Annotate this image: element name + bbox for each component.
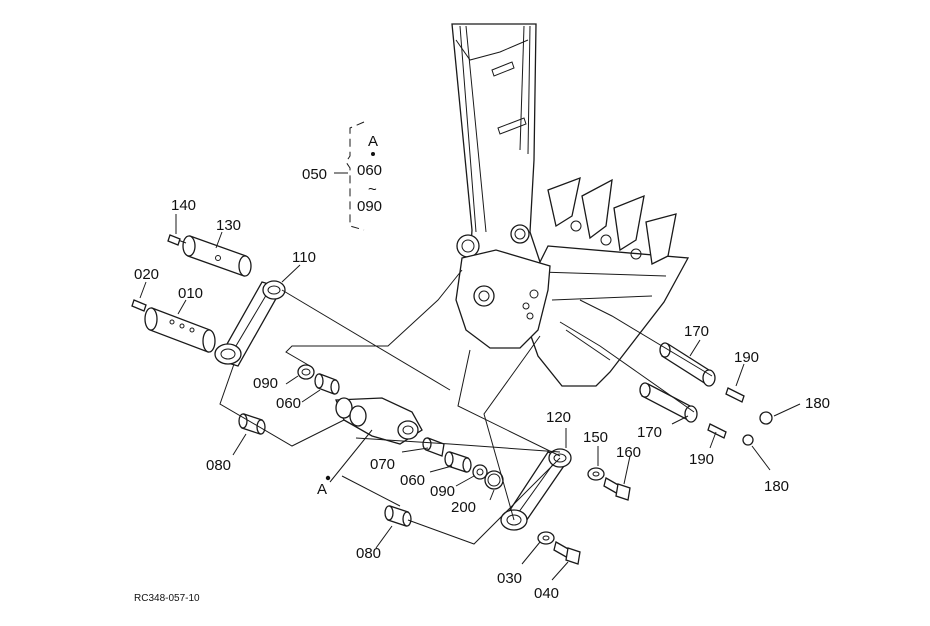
ref-mark-a: A bbox=[317, 481, 327, 498]
label-050: 050 bbox=[302, 166, 327, 183]
label-030: 030 bbox=[497, 570, 522, 587]
label-060-left: 060 bbox=[276, 395, 301, 412]
cap-180-b bbox=[742, 434, 754, 446]
pin-010 bbox=[131, 299, 216, 353]
group-range-mark: ~ bbox=[368, 181, 377, 198]
pin-130 bbox=[167, 234, 252, 277]
label-020: 020 bbox=[134, 266, 159, 283]
pins-170-and-fittings bbox=[639, 342, 773, 446]
cap-180-a bbox=[759, 411, 773, 425]
washer-090-left bbox=[297, 364, 315, 380]
label-150: 150 bbox=[583, 429, 608, 446]
label-090-left: 090 bbox=[253, 375, 278, 392]
label-120: 120 bbox=[546, 409, 571, 426]
label-070: 070 bbox=[370, 456, 395, 473]
bolt-160 bbox=[615, 483, 631, 501]
group-member-060: 060 bbox=[357, 162, 382, 179]
group-member-a: A bbox=[368, 133, 378, 150]
bushing-parts bbox=[238, 364, 504, 527]
label-090-right: 090 bbox=[430, 483, 455, 500]
grease-fitting-190-b bbox=[707, 423, 727, 439]
label-080-upper: 080 bbox=[206, 457, 231, 474]
label-140: 140 bbox=[171, 197, 196, 214]
label-190-upper: 190 bbox=[734, 349, 759, 366]
label-160: 160 bbox=[616, 444, 641, 461]
label-110: 110 bbox=[292, 249, 316, 266]
washer-150 bbox=[587, 467, 605, 481]
grease-fitting-190-a bbox=[725, 387, 745, 403]
label-080-lower: 080 bbox=[356, 545, 381, 562]
label-180-lower: 180 bbox=[764, 478, 789, 495]
group-dot bbox=[371, 152, 375, 156]
label-040: 040 bbox=[534, 585, 559, 602]
label-190-lower: 190 bbox=[689, 451, 714, 468]
part-labels: 140 130 020 010 110 090 060 080 A 070 06… bbox=[134, 133, 830, 604]
arm-assembly bbox=[451, 23, 549, 291]
label-130: 130 bbox=[216, 217, 241, 234]
link-120 bbox=[500, 448, 572, 531]
washer-030 bbox=[537, 531, 555, 545]
drawing-code: RC348-057-10 bbox=[134, 593, 200, 604]
label-200: 200 bbox=[451, 499, 476, 516]
label-180-upper: 180 bbox=[805, 395, 830, 412]
ref-dot-a bbox=[325, 475, 331, 481]
bolt-040 bbox=[565, 547, 581, 565]
group-member-090: 090 bbox=[357, 198, 382, 215]
label-010: 010 bbox=[178, 285, 203, 302]
label-170-lower: 170 bbox=[637, 424, 662, 441]
label-170-upper: 170 bbox=[684, 323, 709, 340]
label-060-right: 060 bbox=[400, 472, 425, 489]
bolts-and-washers bbox=[537, 467, 631, 565]
leader-lines bbox=[139, 121, 801, 581]
bucket-assembly bbox=[455, 176, 690, 387]
washer-090-right bbox=[472, 464, 488, 480]
link-110 bbox=[214, 280, 286, 367]
